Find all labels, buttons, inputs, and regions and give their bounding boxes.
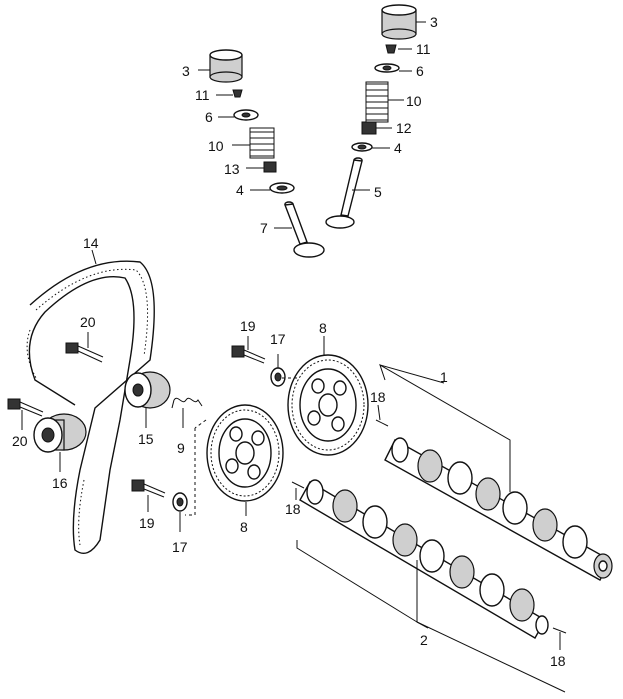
camshaft-sprocket-lower <box>206 404 284 502</box>
label-15: 15 <box>138 431 154 447</box>
valve-keeper-right <box>385 44 397 54</box>
sprocket-washer-lower <box>172 492 188 512</box>
idler-pulley <box>33 413 87 453</box>
spring-retainer-left <box>233 109 259 121</box>
timing-belt <box>26 260 155 554</box>
valve-spring-left <box>249 127 275 159</box>
label-19-lower: 19 <box>139 515 155 531</box>
label-12: 12 <box>396 120 412 136</box>
sprocket-washer-upper <box>270 367 286 387</box>
dowel-pin-middle <box>291 481 305 489</box>
label-7: 7 <box>260 220 268 236</box>
valve-spring-right <box>365 81 389 123</box>
idler-bolt-lower <box>7 398 44 417</box>
valve-assembly-right: 3 11 6 10 12 4 <box>325 4 438 229</box>
dowel-pin-upper <box>375 419 389 427</box>
label-19-upper: 19 <box>240 318 256 334</box>
label-10-left: 10 <box>208 138 224 154</box>
intake-valve <box>284 201 325 258</box>
label-4-left: 4 <box>236 182 244 198</box>
spring-retainer-right <box>374 63 400 73</box>
label-5: 5 <box>374 184 382 200</box>
label-11-right: 11 <box>416 41 431 57</box>
valve-lifter-right <box>381 4 417 40</box>
spring-seat-right <box>351 142 373 152</box>
tensioner-bolt-upper <box>65 342 104 363</box>
label-18-upper: 18 <box>370 389 386 405</box>
spring-seat-left <box>269 182 295 194</box>
label-4-right: 4 <box>394 140 402 156</box>
label-8-lower: 8 <box>240 519 248 535</box>
label-18-middle: 18 <box>285 501 301 517</box>
label-16: 16 <box>52 475 68 491</box>
exhaust-valve <box>325 157 363 229</box>
label-14: 14 <box>83 235 99 251</box>
tensioner-pulley <box>124 371 171 409</box>
label-20-upper: 20 <box>80 314 96 330</box>
camshaft-exhaust <box>384 437 613 581</box>
camshaft-sprocket-upper <box>287 354 369 456</box>
tensioner-spring <box>171 397 203 409</box>
valve-assembly-left: 3 11 6 10 13 4 <box>182 49 325 258</box>
valve-lifter-left <box>209 49 243 83</box>
label-17-upper: 17 <box>270 331 286 347</box>
label-3-left: 3 <box>182 63 190 79</box>
dowel-pin-lower <box>552 627 567 634</box>
sprocket-bolt-upper <box>231 345 266 364</box>
label-2: 2 <box>420 632 428 648</box>
label-8-upper: 8 <box>319 320 327 336</box>
label-17-lower: 17 <box>172 539 188 555</box>
label-18-lower: 18 <box>550 653 566 669</box>
camshaft-intake <box>299 479 549 639</box>
label-20-lower: 20 <box>12 433 28 449</box>
valve-stem-seal-right <box>361 121 377 135</box>
label-6-left: 6 <box>205 109 213 125</box>
label-11-left: 11 <box>195 87 210 103</box>
sprocket-bolt-lower <box>131 479 166 498</box>
valve-stem-seal-left <box>263 161 277 173</box>
valve-keeper-left <box>232 89 243 98</box>
label-10-right: 10 <box>406 93 422 109</box>
label-3-right: 3 <box>430 14 438 30</box>
label-6-right: 6 <box>416 63 424 79</box>
label-9: 9 <box>177 440 185 456</box>
label-1: 1 <box>440 369 448 385</box>
label-13: 13 <box>224 161 240 177</box>
